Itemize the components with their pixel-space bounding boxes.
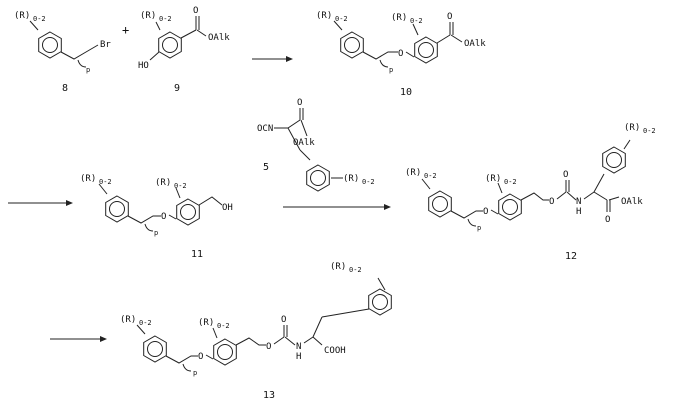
compound-label-5: 5 xyxy=(263,162,269,173)
carbonyl-oxygen: O xyxy=(605,215,610,225)
benzene-ring xyxy=(177,199,200,225)
amine-nitrogen: N xyxy=(576,197,581,207)
ether-oxygen: O xyxy=(198,352,203,362)
ether-oxygen: O xyxy=(398,49,403,59)
plus-sign: + xyxy=(122,23,129,37)
chain-index-p: p xyxy=(154,229,158,237)
chain-index-p: p xyxy=(477,224,481,232)
reaction-arrow-4 xyxy=(50,336,107,342)
carbonyl-oxygen: O xyxy=(563,170,568,180)
reaction-arrow-2 xyxy=(8,200,73,206)
compound-label-9: 9 xyxy=(174,83,180,94)
carbonyl-oxygen: O xyxy=(297,98,302,108)
benzene-ring xyxy=(499,194,522,220)
benzene-ring xyxy=(307,165,330,191)
ester-group: OAlk xyxy=(464,39,486,49)
substituent-r: (R) xyxy=(343,174,359,184)
reaction-arrow-1 xyxy=(252,56,293,62)
carbamate-oxygen: O xyxy=(266,342,271,352)
carbonyl-oxygen: O xyxy=(447,12,452,22)
hydroxyl-group: OH xyxy=(222,203,233,213)
substituent-subscript: 0-2 xyxy=(643,127,656,135)
substituent-r: (R) xyxy=(198,318,214,328)
ether-oxygen: O xyxy=(483,207,488,217)
substituent-subscript: 0-2 xyxy=(33,15,46,23)
substituent-r: (R) xyxy=(14,11,30,21)
substituent-subscript: 0-2 xyxy=(335,15,348,23)
substituent-subscript: 0-2 xyxy=(159,15,172,23)
compound-12: (R) 0-2 p O (R) 0-2 O O N H O OAlk (R) 0… xyxy=(405,123,656,262)
substituent-subscript: 0-2 xyxy=(139,319,152,327)
ester-group: OAlk xyxy=(621,197,643,207)
substituent-subscript: 0-2 xyxy=(349,266,362,274)
isocyanate-group: OCN xyxy=(257,124,273,134)
compound-label-12: 12 xyxy=(565,251,577,262)
carboxylic-acid-group: COOH xyxy=(324,346,346,356)
substituent-r: (R) xyxy=(624,123,640,133)
substituent-r: (R) xyxy=(330,262,346,272)
substituent-subscript: 0-2 xyxy=(410,17,423,25)
compound-5: OCN O OAlk (R) 0-2 5 xyxy=(257,98,375,191)
ether-oxygen: O xyxy=(161,212,166,222)
amine-nitrogen: N xyxy=(296,342,301,352)
substituent-r: (R) xyxy=(316,11,332,21)
substituent-subscript: 0-2 xyxy=(424,172,437,180)
benzene-ring xyxy=(214,339,237,365)
substituent-r: (R) xyxy=(80,174,96,184)
carbonyl-oxygen: O xyxy=(193,6,198,16)
compound-label-11: 11 xyxy=(191,249,203,260)
chain-index-p: p xyxy=(193,369,197,377)
benzene-ring xyxy=(415,37,438,63)
substituent-r: (R) xyxy=(155,178,171,188)
amine-hydrogen: H xyxy=(576,207,581,217)
substituent-subscript: 0-2 xyxy=(504,178,517,186)
substituent-r: (R) xyxy=(485,174,501,184)
carbamate-oxygen: O xyxy=(549,197,554,207)
substituent-subscript: 0-2 xyxy=(217,322,230,330)
benzene-ring xyxy=(369,289,392,315)
benzene-ring xyxy=(106,196,129,222)
compound-label-13: 13 xyxy=(263,390,275,401)
benzene-ring xyxy=(144,336,167,362)
substituent-subscript: 0-2 xyxy=(99,178,112,186)
benzene-ring xyxy=(603,147,626,173)
substituent-r: (R) xyxy=(391,13,407,23)
substituent-subscript: 0-2 xyxy=(174,182,187,190)
substituent-r: (R) xyxy=(120,315,136,325)
substituent-subscript: 0-2 xyxy=(362,178,375,186)
hydroxyl-group: HO xyxy=(138,61,149,71)
benzene-ring xyxy=(159,32,182,58)
chain-index-p: p xyxy=(389,66,393,74)
compound-8: (R) 0-2 p Br 8 xyxy=(14,11,111,94)
compound-11: (R) 0-2 p O (R) 0-2 OH 11 xyxy=(80,174,233,260)
compound-9: (R) 0-2 HO O OAlk 9 xyxy=(138,6,230,94)
benzene-ring xyxy=(341,32,364,58)
compound-label-10: 10 xyxy=(400,87,412,98)
amine-hydrogen: H xyxy=(296,352,301,362)
bromine-atom: Br xyxy=(100,40,111,50)
substituent-r: (R) xyxy=(405,168,421,178)
compound-10: (R) 0-2 p O (R) 0-2 O OAlk 10 xyxy=(316,11,486,98)
chain-index-p: p xyxy=(86,66,90,74)
benzene-ring xyxy=(429,191,452,217)
compound-13: (R) 0-2 p O (R) 0-2 O O N H COOH (R) 0-2… xyxy=(120,262,391,401)
compound-label-8: 8 xyxy=(62,83,68,94)
benzene-ring xyxy=(39,32,62,58)
reaction-arrow-3 xyxy=(283,204,391,210)
substituent-r: (R) xyxy=(140,11,156,21)
ester-group: OAlk xyxy=(208,33,230,43)
carbonyl-oxygen: O xyxy=(281,315,286,325)
